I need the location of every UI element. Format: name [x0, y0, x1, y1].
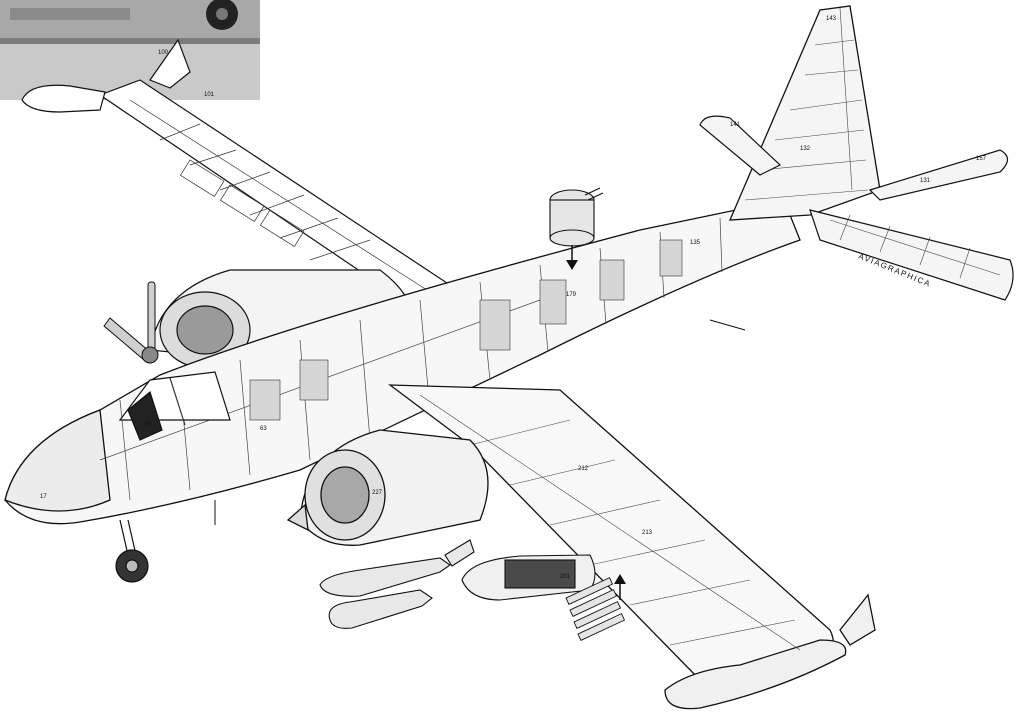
torpedo-lower	[328, 589, 433, 629]
ventral-antenna	[214, 319, 746, 525]
callout-wing-root: 213	[642, 530, 653, 536]
callout-wing-outer: 201	[560, 574, 571, 580]
callout-inset-bottom: 101	[204, 92, 215, 98]
callout-tailplane: 132	[800, 146, 811, 152]
callout-turret: 179	[566, 292, 577, 298]
callout-wing-centre: 212	[578, 466, 589, 472]
left-propeller	[103, 281, 159, 364]
stores-arrow	[614, 574, 626, 600]
callout-cockpit: 29	[144, 422, 151, 428]
callout-fuselage-aft: 135	[690, 240, 701, 246]
callout-tail-left: 141	[730, 122, 741, 128]
turret-arrow	[566, 245, 578, 270]
callout-fuselage-fwd: 63	[260, 426, 267, 432]
callout-fin-top: 143	[826, 16, 837, 22]
nose-landing-gear	[115, 519, 149, 583]
fuselage	[4, 204, 801, 525]
callout-numbers: 100 101 143 141 131 157 135 132 179 213 …	[40, 16, 987, 580]
vertical-fin	[728, 5, 881, 221]
right-wing	[387, 384, 876, 710]
fuel-tank-pod	[461, 554, 596, 601]
callout-nose: 17	[40, 494, 47, 500]
inset-photo-panel	[0, 0, 260, 100]
callout-tail-far-right: 157	[976, 156, 987, 162]
dorsal-turret	[549, 187, 604, 247]
callout-engine-right: 227	[372, 490, 383, 496]
rocket-cluster	[565, 577, 626, 641]
callout-tail-right: 131	[920, 178, 931, 184]
right-engine-nacelle	[286, 429, 489, 546]
horizontal-tailplane	[699, 115, 1014, 301]
torpedo-upper	[319, 539, 475, 597]
callout-inset-top: 100	[158, 50, 169, 56]
cockpit-glazing	[118, 371, 231, 441]
